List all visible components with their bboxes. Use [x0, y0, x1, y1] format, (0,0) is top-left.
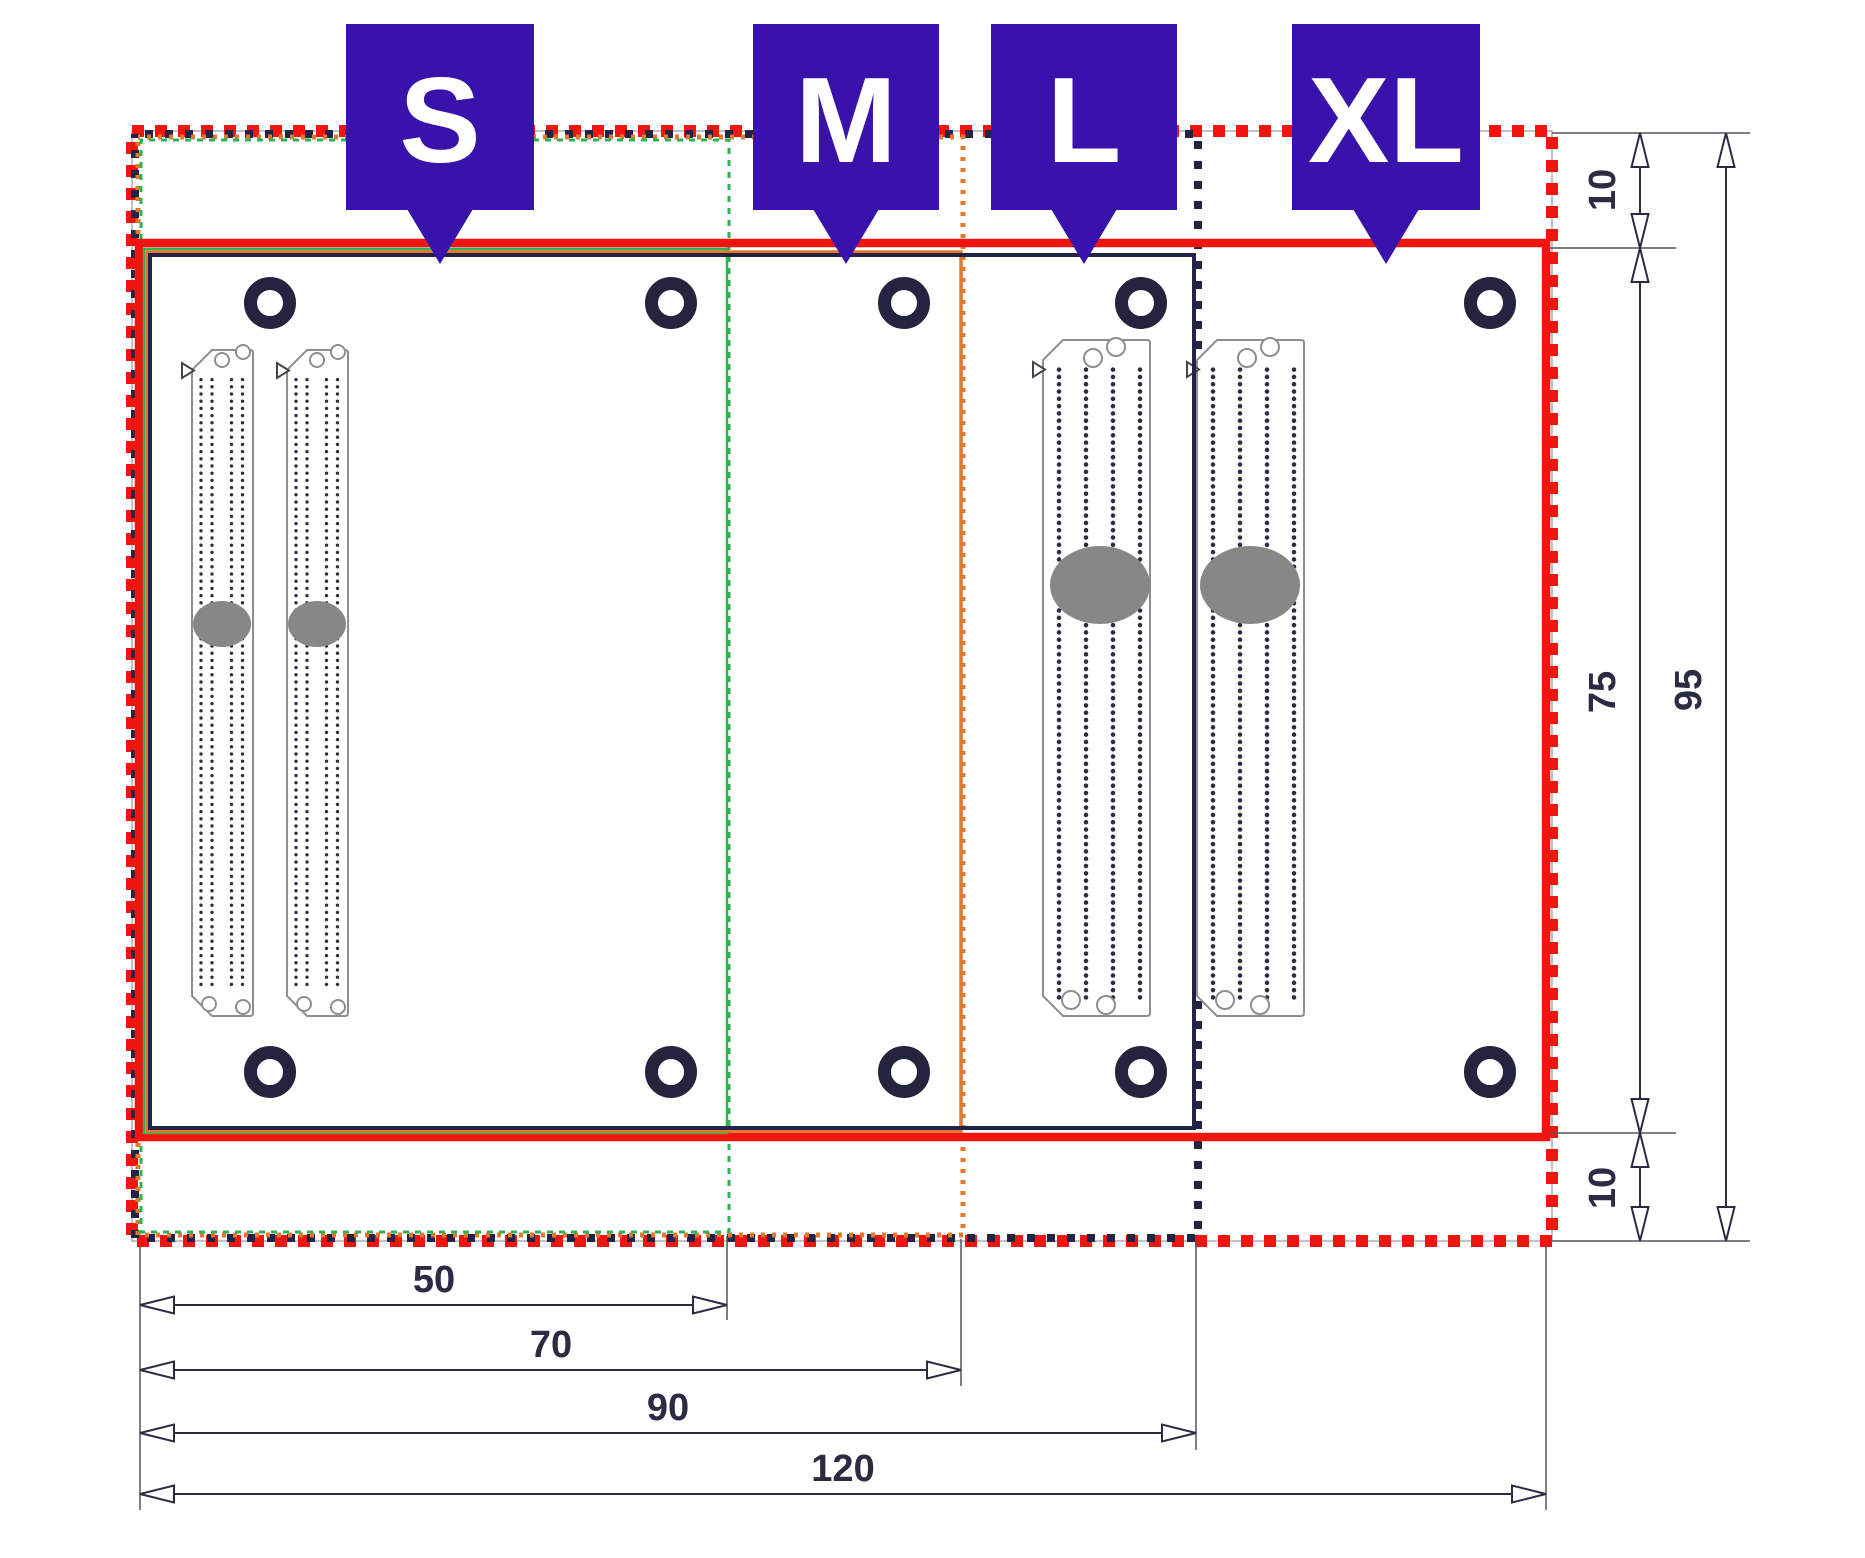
- pin-grid-3: [1047, 366, 1146, 1002]
- dim-width-90: [139, 1423, 1197, 1443]
- tag-pointer-icon: [1051, 209, 1117, 264]
- dim-label-50: 50: [413, 1259, 455, 1301]
- mounting-hole: [1464, 277, 1516, 329]
- dim-label-90: 90: [647, 1387, 689, 1429]
- tag-pointer-icon: [1353, 209, 1419, 264]
- dim-label-75: 75: [1582, 671, 1624, 713]
- mounting-hole: [878, 277, 930, 329]
- size-label-l: L: [1047, 52, 1122, 188]
- mounting-hole: [645, 1046, 697, 1098]
- pin-grid-2: [289, 376, 346, 988]
- dim-label-120: 120: [811, 1448, 874, 1490]
- extension-lines-bottom: [139, 1236, 1547, 1510]
- size-tag-xl: XL: [1292, 24, 1480, 264]
- mounting-hole: [244, 1046, 296, 1098]
- connector-center-circles: [193, 546, 1300, 647]
- tag-pointer-icon: [813, 209, 879, 264]
- center-circle-3: [1050, 546, 1150, 624]
- size-tags: S M L XL: [346, 24, 1480, 264]
- dim-board-height-75: [1630, 247, 1650, 1134]
- dimension-labels: 50 70 90 120 10 75 10 95: [413, 169, 1710, 1490]
- mounting-hole: [244, 277, 296, 329]
- tag-pointer-icon: [407, 209, 473, 264]
- board-outlines: [134, 238, 1551, 1142]
- envelope-outline-m: [135, 134, 966, 1238]
- mounting-holes: [244, 277, 1516, 1098]
- tag-box: [753, 24, 939, 210]
- pin-grid-1: [194, 376, 251, 988]
- dim-bottom-margin-10: [1630, 1132, 1650, 1242]
- dim-top-margin-10: [1630, 132, 1650, 249]
- mounting-hole: [1115, 277, 1167, 329]
- marker-triangle-icon: [276, 361, 291, 380]
- tag-box: [991, 24, 1177, 210]
- dim-width-50: [139, 1295, 728, 1315]
- mounting-hole: [645, 277, 697, 329]
- board-outline-xl: [134, 238, 1551, 1142]
- dim-envelope-height-95: [1716, 132, 1736, 1242]
- mounting-hole: [1464, 1046, 1516, 1098]
- mounting-hole: [878, 1046, 930, 1098]
- board-outline-m: [145, 250, 963, 1133]
- size-label-s: S: [399, 52, 480, 188]
- pin-grid-4: [1201, 366, 1300, 1002]
- size-tag-l: L: [991, 24, 1177, 264]
- dim-width-120: [139, 1484, 1547, 1504]
- center-circle-2: [288, 601, 346, 647]
- dimensions: [139, 132, 1750, 1510]
- size-label-xl: XL: [1308, 52, 1464, 188]
- center-circle-4: [1200, 546, 1300, 624]
- dim-width-70: [139, 1360, 962, 1380]
- size-label-m: M: [795, 52, 897, 188]
- dim-label-95: 95: [1668, 669, 1710, 711]
- extension-lines-right: [1550, 132, 1750, 1242]
- size-tag-m: M: [753, 24, 939, 264]
- mounting-hole: [1115, 1046, 1167, 1098]
- center-circle-1: [193, 601, 251, 647]
- connector-pin-grids: [194, 366, 1300, 1002]
- dim-label-top-10: 10: [1582, 169, 1624, 211]
- connector-index-holes: [201, 337, 1280, 1015]
- board-outline-l: [148, 253, 1196, 1130]
- marker-triangle-icon: [1032, 360, 1047, 379]
- size-tag-s: S: [346, 24, 534, 264]
- dim-label-bottom-10: 10: [1582, 1167, 1624, 1209]
- dim-label-70: 70: [530, 1324, 572, 1366]
- marker-triangle-icon: [181, 361, 196, 380]
- tag-box: [1292, 24, 1480, 210]
- tag-box: [346, 24, 534, 210]
